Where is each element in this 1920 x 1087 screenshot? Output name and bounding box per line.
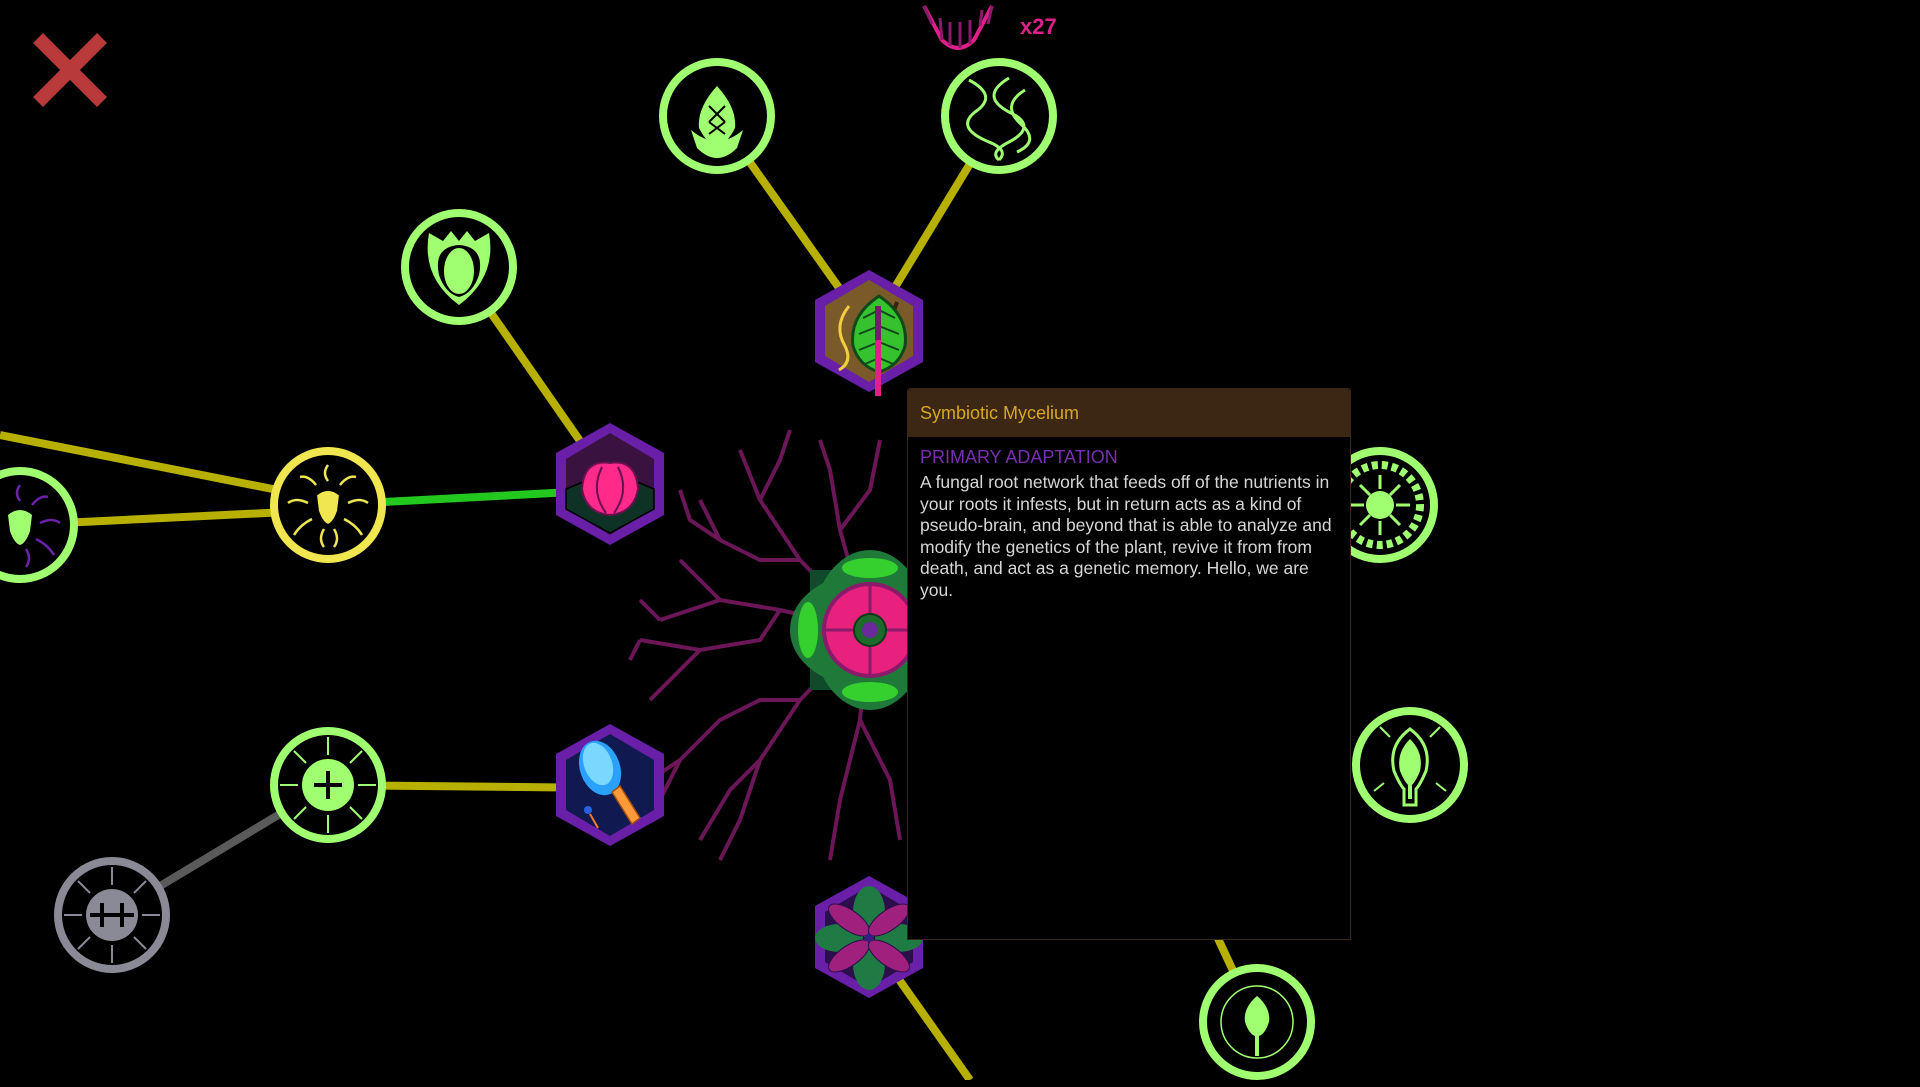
leaf-expand-icon (1352, 707, 1468, 823)
tooltip-description: A fungal root network that feeds off of … (920, 472, 1332, 600)
ability-tooltip: Symbiotic Mycelium PRIMARY ADAPTATION A … (907, 388, 1351, 940)
node-left-partial[interactable] (0, 465, 80, 585)
node-dna-helix[interactable] (939, 56, 1059, 176)
seed-dna-icon (659, 58, 775, 174)
plus-burst-icon (270, 727, 386, 843)
node-shield-heart[interactable] (399, 207, 519, 327)
node-plus[interactable] (268, 725, 388, 845)
water-drop-icon (556, 724, 664, 846)
close-x-icon (33, 33, 107, 107)
node-pink-bud[interactable] (550, 419, 670, 549)
tooltip-title: Symbiotic Mycelium (908, 389, 1350, 437)
node-mycelium[interactable] (809, 266, 929, 396)
node-seed-dna[interactable] (657, 56, 777, 176)
double-plus-burst-icon (54, 857, 170, 973)
dna-currency-icon (922, 5, 994, 50)
central-flower-icon (790, 550, 950, 710)
tendril-seed-icon (0, 467, 78, 583)
dna-count: x27 (1020, 14, 1057, 39)
tooltip-subtitle: PRIMARY ADAPTATION (920, 447, 1118, 467)
node-leaf-bottom[interactable] (1197, 962, 1317, 1082)
pink-bud-icon (556, 423, 664, 545)
close-button[interactable] (30, 30, 110, 110)
dna-currency (920, 0, 1000, 52)
leaf-ring-icon (1199, 964, 1315, 1080)
node-purple-flower[interactable] (809, 872, 929, 1002)
node-sun-seed[interactable] (268, 445, 388, 565)
sun-seed-icon (270, 447, 386, 563)
shield-seed-icon (401, 209, 517, 325)
node-blue-drop[interactable] (550, 720, 670, 850)
purple-flower-icon (815, 876, 923, 998)
node-double-plus[interactable] (52, 855, 172, 975)
node-leaf-arrows[interactable] (1350, 705, 1470, 825)
dna-helix-icon (941, 58, 1057, 174)
mycelium-leaf-icon (815, 270, 923, 396)
